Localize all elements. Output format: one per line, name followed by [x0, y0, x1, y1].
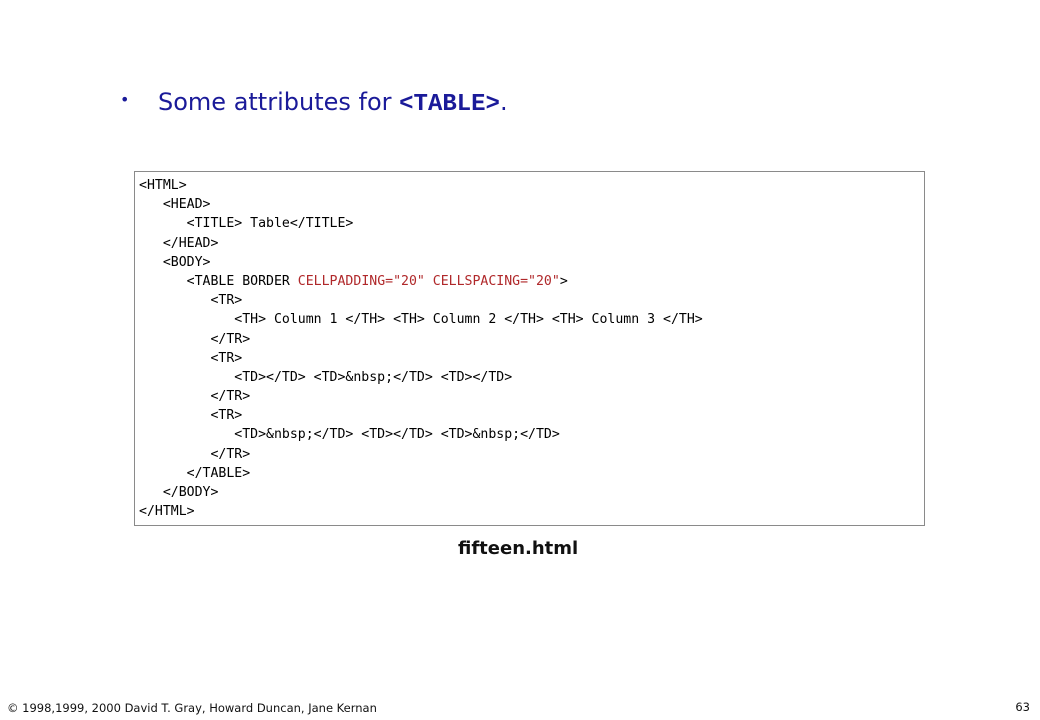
code-filename-caption: fifteen.html [458, 538, 579, 559]
code-token-attribute: CELLPADDING="20" CELLSPACING="20" [297, 273, 560, 289]
code-token: > [559, 273, 568, 289]
code-token: <HEAD> [139, 197, 211, 213]
code-token: </BODY> [139, 485, 219, 500]
code-token: <TH> Column 1 </TH> <TH> Column 2 </TH> … [139, 312, 703, 328]
code-line: <TR> [139, 291, 703, 310]
code-line: <TITLE> Table</TITLE> [139, 214, 703, 233]
copyright-notice: © 1998,1999, 2000 David T. Gray, Howard … [7, 701, 377, 715]
code-token: <BODY> [139, 254, 211, 270]
page-number: 63 [1015, 700, 1030, 714]
code-token: <TD>&nbsp;</TD> <TD></TD> <TD>&nbsp;</TD… [139, 427, 560, 443]
code-token: </HEAD> [139, 235, 219, 251]
code-line: </TR> [139, 445, 703, 464]
code-token: <TR> [139, 350, 243, 366]
code-line: <TH> Column 1 </TH> <TH> Column 2 </TH> … [139, 310, 703, 329]
code-token: </TR> [139, 331, 251, 347]
code-token: </HTML> [139, 504, 195, 520]
heading-text-wrapper: Some attributes for <TABLE>. [158, 88, 508, 118]
code-line: <HEAD> [139, 195, 703, 214]
code-token: </TR> [139, 389, 251, 405]
heading-suffix: . [499, 88, 508, 116]
code-line: <TR> [139, 406, 703, 425]
code-token: <HTML> [139, 178, 187, 193]
code-line: </HTML> [139, 502, 703, 521]
code-line: <HTML> [139, 176, 703, 195]
code-line: <TD></TD> <TD>&nbsp;</TD> <TD></TD> [139, 368, 703, 387]
code-token: <TR> [139, 293, 243, 309]
code-line: <TD>&nbsp;</TD> <TD></TD> <TD>&nbsp;</TD… [139, 425, 703, 444]
code-token: <TITLE> Table</TITLE> [139, 216, 354, 232]
heading-code: <TABLE> [399, 91, 500, 118]
code-line: </TR> [139, 387, 703, 406]
heading-text: Some attributes for [158, 88, 400, 116]
code-token: </TABLE> [139, 465, 251, 481]
code-listing-box: <HTML> <HEAD> <TITLE> Table</TITLE> </HE… [134, 171, 925, 526]
code-lines: <HTML> <HEAD> <TITLE> Table</TITLE> </HE… [139, 176, 703, 521]
code-token: <TR> [139, 408, 243, 424]
code-token: <TABLE BORDER [139, 273, 298, 289]
code-token: <TD></TD> <TD>&nbsp;</TD> <TD></TD> [139, 369, 513, 385]
code-line: </TR> [139, 330, 703, 349]
code-line: </HEAD> [139, 234, 703, 253]
code-line: <TR> [139, 349, 703, 368]
code-line: </BODY> [139, 483, 703, 502]
code-line: </TABLE> [139, 464, 703, 483]
code-token: </TR> [139, 446, 251, 462]
bullet-point: • [120, 90, 130, 109]
code-line: <TABLE BORDER CELLPADDING="20" CELLSPACI… [139, 272, 703, 291]
code-line: <BODY> [139, 253, 703, 272]
